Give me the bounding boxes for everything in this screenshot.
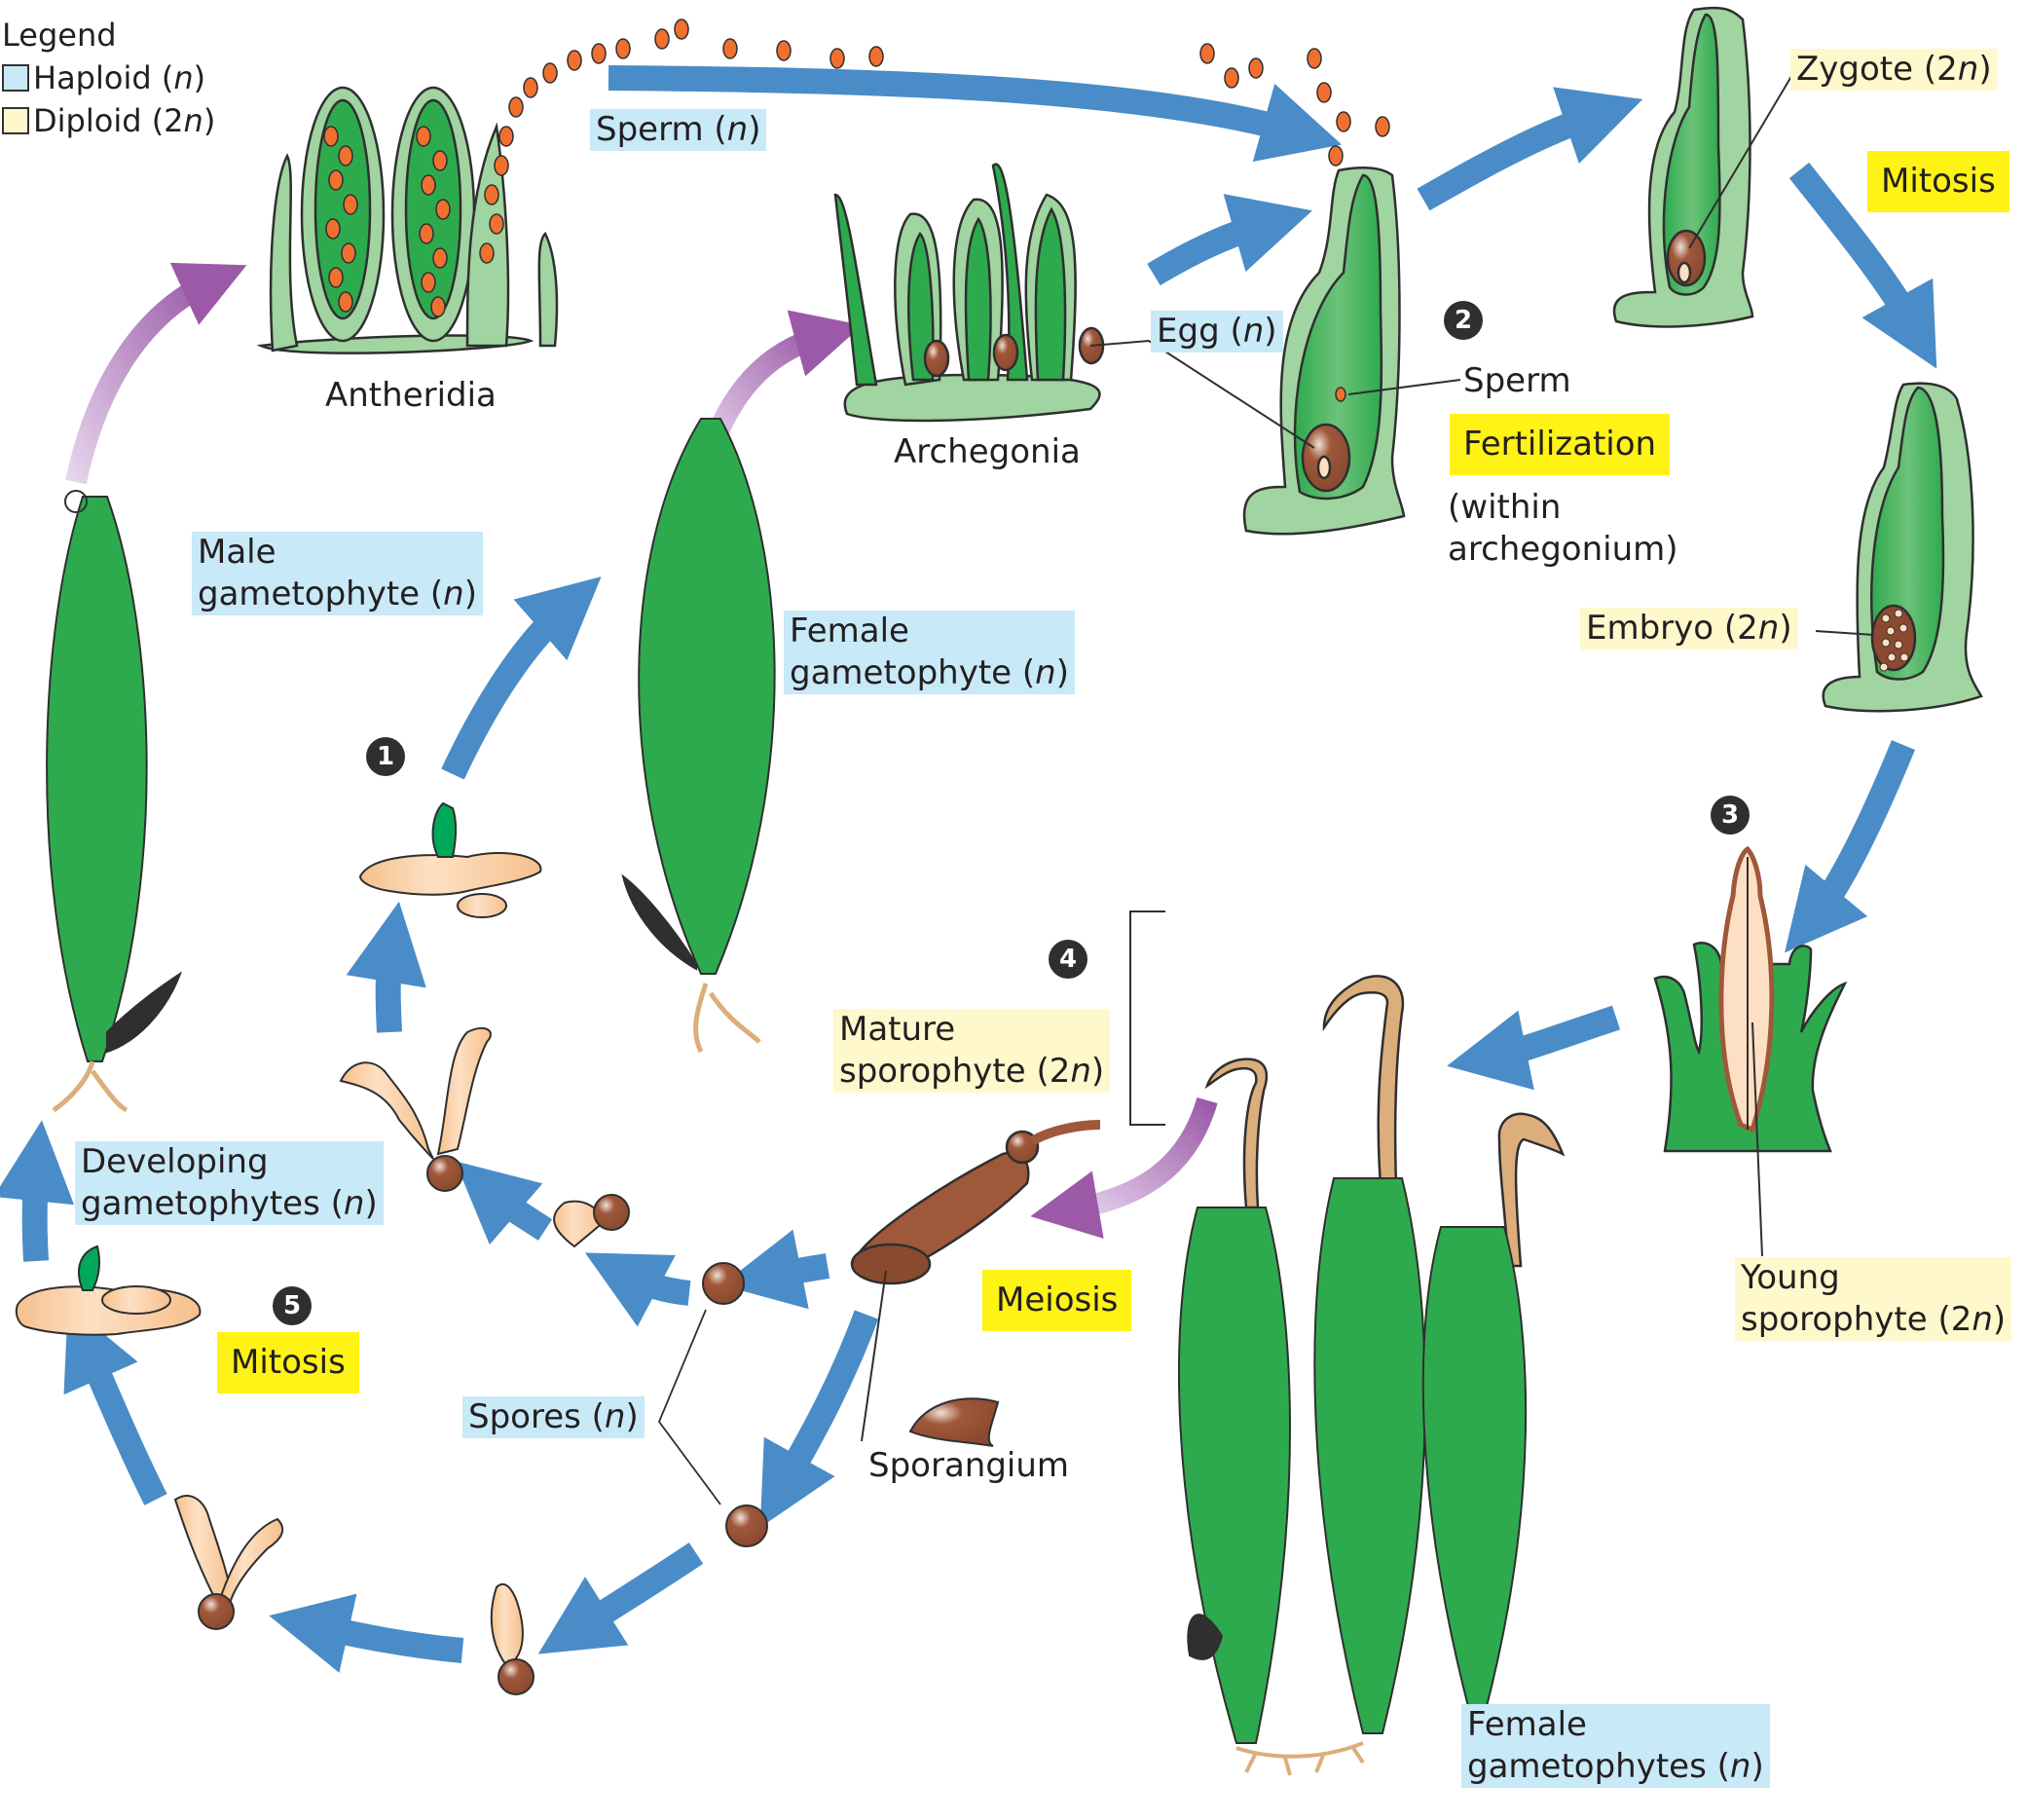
developing-gametophyte-2 <box>173 1495 284 1630</box>
arrow-developing1-to-bud <box>346 901 426 1033</box>
developing-gametophyte-1 <box>339 1026 492 1192</box>
label-antheridia: Antheridia <box>325 376 497 415</box>
legend-title: Legend <box>2 17 117 54</box>
antheridia-illustration <box>256 19 1390 354</box>
archegonia-illustration <box>833 163 1105 423</box>
arrow-protonema-to-developing1 <box>455 1161 553 1245</box>
label-female-gametophyte: Female gametophyte (n) <box>784 611 1075 694</box>
step-badge-2: 2 <box>1444 301 1483 340</box>
arrow-young-to-mature-sporophyte <box>1447 1005 1621 1091</box>
sperm-cluster <box>323 19 1390 317</box>
embryo-archegonium <box>1815 382 1983 713</box>
label-young-sporophyte: Young sporophyte (2n) <box>1735 1257 2012 1341</box>
arrow-archegonia-to-fertilization <box>1147 194 1312 286</box>
arrow-embryo-to-young-sporophyte <box>1785 740 1916 953</box>
label-mitosis-bottom: Mitosis <box>217 1332 359 1393</box>
label-sperm: Sperm <box>1463 361 1571 400</box>
arrow-protonema-to-developing2 <box>269 1593 464 1673</box>
protonema-stages <box>15 801 630 1695</box>
label-mitosis-top: Mitosis <box>1867 151 2009 212</box>
step-badge-1: 1 <box>366 737 405 776</box>
arrow-capsule-to-sporangium <box>1030 1096 1218 1239</box>
arrow-bud-to-gametophytes <box>441 576 602 780</box>
label-spores: Spores (n) <box>462 1396 645 1438</box>
spore-2 <box>725 1504 768 1547</box>
female-gametophyte-cluster <box>1178 1177 1528 1744</box>
label-developing-gametophytes: Developing gametophytes (n) <box>75 1141 384 1225</box>
bud-stage-1 <box>358 801 542 918</box>
arrow-zygote-to-embryo <box>1788 162 1937 369</box>
legend-item-haploid: Haploid (n) <box>2 56 215 99</box>
label-mature-sporophyte: Mature sporophyte (2n) <box>833 1009 1111 1093</box>
zygote-archegonium <box>1612 6 1797 328</box>
arrow-spore1-to-protonema <box>584 1252 691 1327</box>
spores-illustration <box>657 1262 768 1547</box>
arrow-spore2-to-protonema <box>537 1542 704 1654</box>
step-badge-4: 4 <box>1049 940 1087 979</box>
label-fertilization: Fertilization <box>1450 414 1671 475</box>
label-sperm-n: Sperm (n) <box>590 109 767 151</box>
label-egg-n: Egg (n) <box>1151 311 1283 353</box>
arrow-male-to-antheridia <box>65 262 247 485</box>
diploid-swatch <box>2 107 29 134</box>
haploid-swatch <box>2 64 29 92</box>
protonema-1 <box>553 1194 630 1248</box>
rhizoids <box>1235 1741 1365 1776</box>
sporangium-illustration <box>850 1120 1101 1442</box>
young-sporophyte-illustration <box>1653 845 1848 1257</box>
label-zygote: Zygote (2n) <box>1790 49 1998 91</box>
protonema-2 <box>490 1582 534 1695</box>
arrow-sporangium-to-spore1 <box>721 1229 830 1310</box>
label-embryo: Embryo (2n) <box>1580 608 1798 650</box>
fertilization-archegonium <box>1089 167 1461 536</box>
arrow-developing2-to-bud <box>63 1304 167 1505</box>
label-male-gametophyte: Male gametophyte (n) <box>192 532 483 615</box>
mature-sporophytes-illustration <box>1178 975 1566 1776</box>
cycle-arrows <box>0 65 1937 1673</box>
operculum-illustration <box>908 1397 1000 1447</box>
arrow-fertilization-to-zygote <box>1417 87 1643 211</box>
label-female-gametophytes: Female gametophytes (n) <box>1461 1704 1770 1788</box>
female-gametophyte-illustration <box>621 418 776 1054</box>
step-badge-5: 5 <box>273 1286 312 1325</box>
label-meiosis: Meiosis <box>982 1270 1132 1331</box>
label-archegonia: Archegonia <box>894 432 1081 471</box>
label-sporangium: Sporangium <box>868 1446 1070 1485</box>
spore-1 <box>702 1262 745 1305</box>
arrow-bud-to-developing <box>0 1120 75 1262</box>
arrow-sporangium-to-spore2 <box>759 1310 879 1528</box>
step-badge-3: 3 <box>1711 796 1750 835</box>
mature-sporophyte-bracket <box>1129 910 1165 1126</box>
male-gametophyte-illustration <box>46 490 183 1113</box>
bud-stage-2 <box>15 1244 202 1336</box>
arrow-sperm-to-archegonium <box>608 65 1343 163</box>
